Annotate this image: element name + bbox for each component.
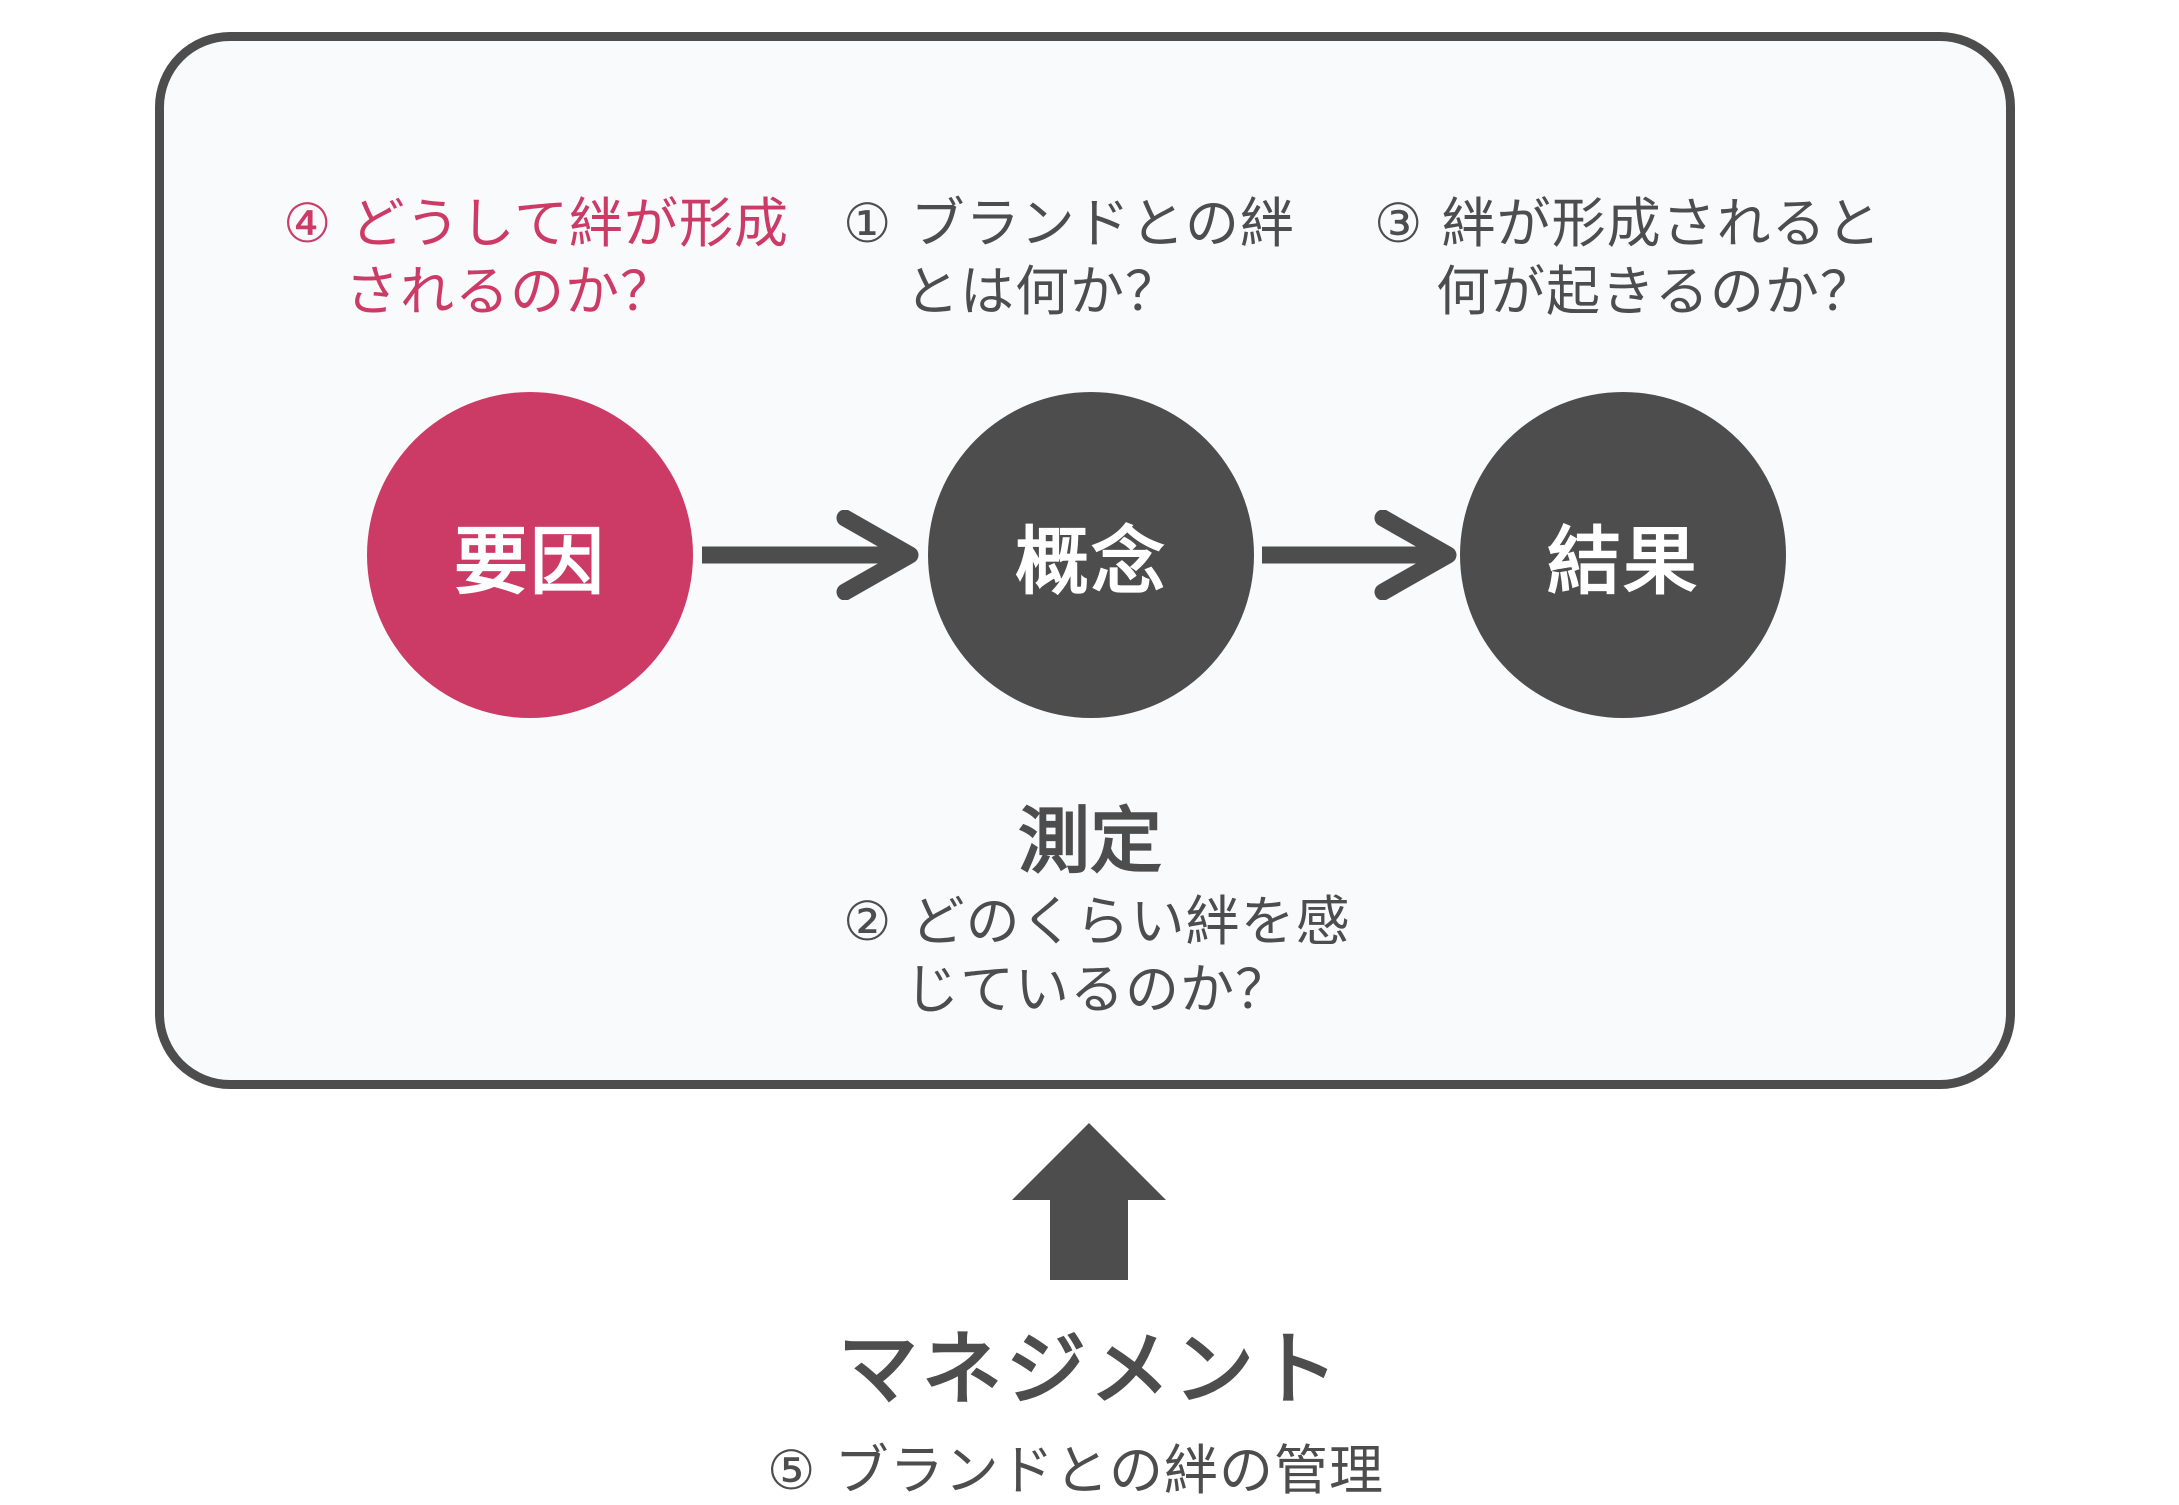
question-4-line-2: されるのか？ (345, 260, 675, 323)
question-3-line-2: 何が起きるのか？ (1436, 260, 1875, 323)
management-sub: ⑤ ブランドとの絆の管理 (767, 1439, 1385, 1502)
measurement-label: 測定 (1017, 799, 1162, 883)
question-2-line-1: ② どのくらい絆を感 (843, 890, 1351, 953)
management-label: マネジメント (838, 1323, 1342, 1416)
node-cause: 要因 (367, 392, 693, 718)
question-1: ① ブランドとの絆 とは何か？ (843, 190, 1295, 326)
node-concept: 概念 (928, 392, 1254, 718)
question-2-line-2: じているのか？ (905, 958, 1290, 1021)
management-up-arrow (1012, 1123, 1166, 1280)
question-3: ③ 絆が形成されると 何が起きるのか？ (1374, 190, 1882, 326)
arrow-cause-to-concept (702, 510, 919, 600)
question-4: ④ どうして絆が形成 されるのか？ (283, 190, 789, 326)
node-result: 結果 (1460, 392, 1786, 718)
question-4-line-1: ④ どうして絆が形成 (283, 192, 789, 255)
question-1-line-2: とは何か？ (905, 260, 1180, 323)
question-2: ② どのくらい絆を感 じているのか？ (843, 888, 1351, 1024)
arrow-concept-to-result (1262, 510, 1457, 600)
question-3-line-1: ③ 絆が形成されると (1374, 192, 1882, 255)
question-1-line-1: ① ブランドとの絆 (843, 192, 1296, 255)
